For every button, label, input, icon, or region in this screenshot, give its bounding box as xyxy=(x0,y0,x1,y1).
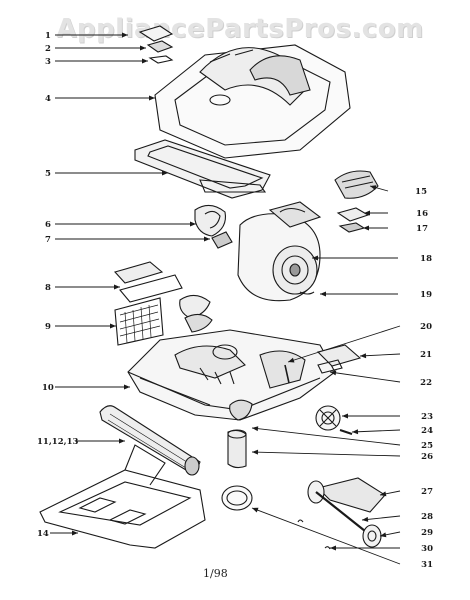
arrowhead-14 xyxy=(364,210,370,216)
callout-label: 20 xyxy=(420,322,432,332)
arrowhead-29 xyxy=(252,507,259,513)
arrowhead-13 xyxy=(370,185,377,191)
callout-label: 7 xyxy=(45,235,51,245)
callout-label: 17 xyxy=(416,224,428,234)
arrowhead-27 xyxy=(380,532,387,538)
arrowhead-9 xyxy=(110,323,116,329)
callout-label: 19 xyxy=(420,290,432,300)
arrowhead-3 xyxy=(142,58,148,64)
callout-label: 4 xyxy=(45,94,51,104)
part-5-gasket xyxy=(134,139,271,199)
part-27-wheel-assembly xyxy=(297,477,386,550)
leader-line-19 xyxy=(359,353,401,357)
part-31-belt xyxy=(221,485,253,511)
part-6-fan xyxy=(194,204,233,249)
callout-label: 25 xyxy=(421,441,433,451)
part-10-base xyxy=(127,329,336,421)
part-15-switch xyxy=(334,170,379,233)
part-21-latch xyxy=(284,344,362,384)
leader-line-29 xyxy=(251,507,401,565)
revision-date: 1/98 xyxy=(203,567,228,580)
leader-line-22 xyxy=(351,429,401,433)
callout-label: 22 xyxy=(420,378,432,388)
callout-label: 15 xyxy=(415,187,427,197)
callout-label: 2 xyxy=(45,44,51,54)
part-14-bottom-plate xyxy=(39,444,206,549)
callout-label: 27 xyxy=(421,487,433,497)
arrowhead-18 xyxy=(288,357,295,363)
arrowhead-15 xyxy=(363,225,369,231)
arrowhead-21 xyxy=(342,413,348,419)
arrowhead-4 xyxy=(149,95,155,101)
callout-labels: 1234567891011,12,13141516171819202122232… xyxy=(37,31,433,570)
callout-label: 9 xyxy=(45,322,51,332)
callout-label: 21 xyxy=(420,350,432,360)
callout-label: 6 xyxy=(45,220,51,230)
callout-label: 10 xyxy=(42,383,54,393)
part-18-motor xyxy=(237,201,322,302)
callout-label: 23 xyxy=(421,412,433,422)
part-8-panel xyxy=(113,261,183,303)
leader-lines xyxy=(50,32,401,565)
callout-label: 11,12,13 xyxy=(37,437,78,447)
arrowhead-24 xyxy=(252,449,259,455)
arrowhead-19 xyxy=(360,353,367,359)
callout-label: 24 xyxy=(421,426,433,436)
watermark: AppliancePartsPros.com xyxy=(56,14,424,44)
leader-line-23 xyxy=(251,427,401,446)
callout-label: 5 xyxy=(45,169,51,179)
arrowhead-28 xyxy=(330,545,336,551)
callout-label: 26 xyxy=(421,452,433,462)
arrowhead-5 xyxy=(162,170,168,176)
leader-line-24 xyxy=(251,451,401,457)
arrowhead-26 xyxy=(362,516,369,522)
arrowhead-11 xyxy=(119,438,125,444)
callout-label: 31 xyxy=(421,560,433,570)
leader-line-18 xyxy=(287,325,401,363)
arrowhead-7 xyxy=(204,236,210,242)
arrowhead-22 xyxy=(352,429,359,435)
part-1-clip xyxy=(138,25,174,64)
part-4-hood xyxy=(154,44,351,159)
arrowhead-10 xyxy=(124,384,130,390)
callout-label: 8 xyxy=(45,283,51,293)
part-11-brushroll xyxy=(99,405,201,476)
part-23-wheel xyxy=(227,405,353,469)
arrowhead-20 xyxy=(330,370,337,376)
leader-line-20 xyxy=(329,371,401,383)
callout-label: 1 xyxy=(45,31,51,41)
arrowhead-23 xyxy=(252,426,259,432)
arrowhead-25 xyxy=(380,491,387,497)
part-9-filter xyxy=(114,294,213,346)
arrowhead-8 xyxy=(114,284,120,290)
callout-label: 30 xyxy=(421,544,433,554)
callout-label: 29 xyxy=(421,528,433,538)
callout-label: 14 xyxy=(37,529,49,539)
callout-label: 28 xyxy=(421,512,433,522)
arrowhead-12 xyxy=(72,530,78,536)
leader-line-26 xyxy=(361,515,401,521)
callout-label: 18 xyxy=(420,254,432,264)
callout-label: 16 xyxy=(416,209,428,219)
arrowhead-17 xyxy=(320,291,326,297)
arrowhead-16 xyxy=(312,255,318,261)
arrowhead-6 xyxy=(190,221,196,227)
arrowhead-2 xyxy=(140,45,146,51)
arrowhead-1 xyxy=(122,32,128,38)
callout-label: 3 xyxy=(45,57,51,67)
